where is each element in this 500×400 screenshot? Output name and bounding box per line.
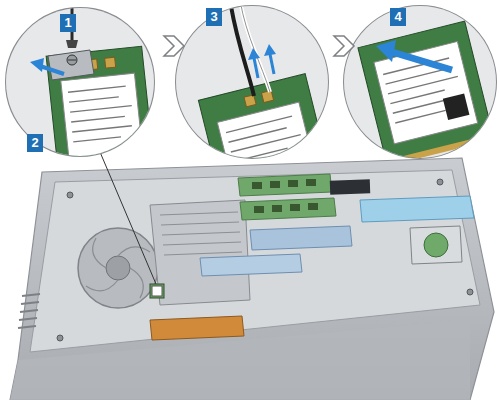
- laptop-base: [10, 158, 494, 400]
- callout-number: 3: [206, 8, 222, 26]
- callout-number: 4: [390, 8, 406, 26]
- inset-remove-screw: [0, 0, 170, 176]
- callout-number: 1: [60, 14, 76, 32]
- inset-disconnect-cables: [170, 0, 340, 207]
- callout-number: 2: [27, 134, 43, 152]
- inset-slide-card: [340, 0, 500, 170]
- leader-line: [100, 152, 156, 284]
- step-arrow: [164, 36, 354, 56]
